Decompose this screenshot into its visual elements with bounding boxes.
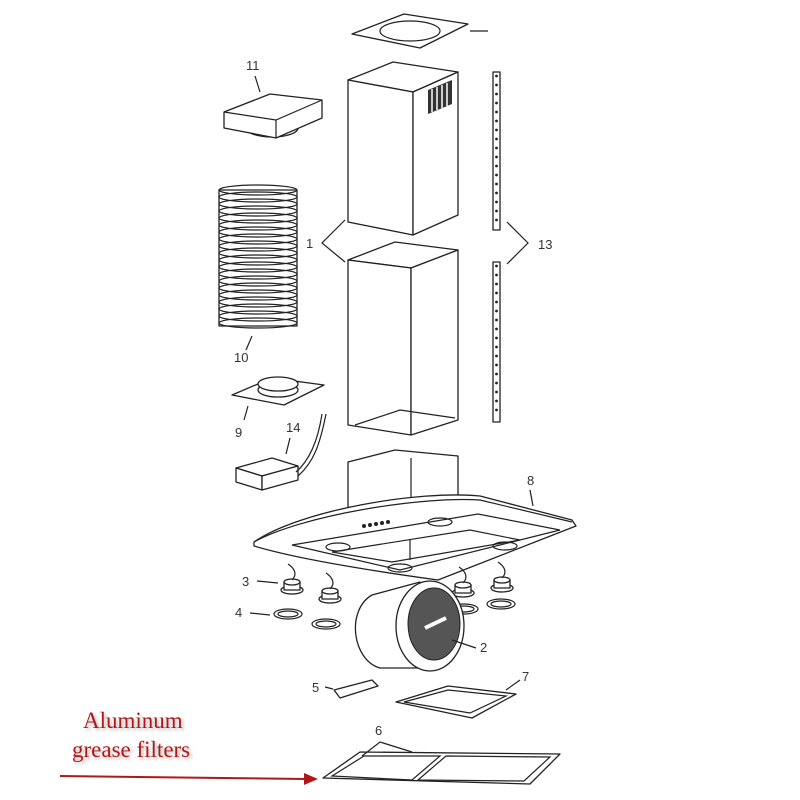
bracket-hole — [495, 300, 498, 304]
bracket-hole — [495, 381, 498, 385]
duct-rib — [218, 205, 298, 217]
bracket-hole — [495, 309, 498, 313]
bracket-hole — [495, 399, 498, 403]
bracket-hole — [495, 146, 498, 150]
duct-rib — [218, 310, 298, 322]
part-13-ceiling-plate — [351, 13, 488, 49]
part-label-1: 1 — [306, 236, 313, 251]
part-label-6: 6 — [375, 723, 382, 738]
vent-grille-icon — [428, 80, 452, 114]
duct-rib — [218, 303, 298, 315]
part-label-2: 2 — [480, 640, 487, 655]
part-label-5: 5 — [312, 680, 319, 695]
annotation-line-1: Aluminum — [83, 708, 183, 733]
part-7-filter — [395, 679, 521, 719]
bracket-hole — [495, 155, 498, 159]
part-14-junction-box — [235, 413, 327, 491]
bracket-hole — [495, 408, 498, 412]
part-label-11: 11 — [246, 58, 260, 73]
bracket-hole — [495, 92, 498, 96]
bracket-hole — [495, 110, 498, 114]
light-fixture — [490, 561, 514, 593]
bracket-hole — [495, 191, 498, 195]
bracket-hole — [495, 209, 498, 213]
part-label-10: 10 — [234, 350, 248, 365]
duct-rib — [218, 198, 298, 210]
duct-rib — [218, 240, 298, 252]
duct-rib — [218, 226, 298, 238]
part-label-12: 13 — [538, 237, 552, 252]
part-8-hood-body — [253, 449, 577, 581]
bracket-hole — [495, 372, 498, 376]
part-6-aluminum-grease-filters — [322, 741, 561, 785]
part-label-4: 4 — [235, 605, 242, 620]
part-label-7: 7 — [522, 669, 529, 684]
light-fixture — [280, 563, 304, 595]
part-10-flexible-duct — [218, 184, 298, 329]
duct-rib — [218, 191, 298, 203]
part-5-control-board — [324, 679, 379, 699]
duct-rib — [218, 268, 298, 280]
part-3-lights — [280, 561, 514, 604]
part-label-14: 14 — [286, 420, 300, 435]
bracket-hole — [495, 273, 498, 277]
annotation-arrow — [59, 773, 318, 785]
bracket-hole — [495, 282, 498, 286]
duct-rib — [218, 184, 298, 196]
annotation-line-2: grease filters — [72, 737, 191, 762]
part-1-lower-chimney — [347, 241, 459, 436]
bracket-hole — [495, 327, 498, 331]
bracket-hole — [495, 336, 498, 340]
bracket-hole — [495, 83, 498, 87]
bracket-hole — [495, 137, 498, 141]
bracket-hole — [495, 218, 498, 222]
bracket-hole — [495, 164, 498, 168]
part-4-light-rings — [249, 598, 516, 630]
duct-rib — [218, 317, 298, 329]
bracket-hole — [495, 74, 498, 78]
bracket-hole — [495, 318, 498, 322]
bracket-hole — [495, 291, 498, 295]
duct-rib — [218, 275, 298, 287]
duct-rib — [218, 261, 298, 273]
light-fixture — [318, 572, 342, 604]
part-9-duct-plate — [231, 376, 325, 421]
duct-rib — [218, 296, 298, 308]
part-11-duct-adapter — [223, 75, 323, 139]
part-1-upper-chimney — [347, 61, 459, 236]
bracket-hole — [495, 354, 498, 358]
bracket-hole — [495, 119, 498, 123]
part-label-9: 9 — [235, 425, 242, 440]
bracket-hole — [495, 264, 498, 268]
control-buttons-icon — [362, 520, 390, 528]
bracket-hole — [495, 200, 498, 204]
duct-rib — [218, 247, 298, 259]
duct-rib — [218, 219, 298, 231]
duct-rib — [218, 233, 298, 245]
bracket-hole — [495, 128, 498, 132]
part-label-3: 3 — [242, 574, 249, 589]
duct-rib — [218, 289, 298, 301]
bracket-hole — [495, 345, 498, 349]
bracket-hole — [495, 390, 498, 394]
bracket-holes — [495, 74, 498, 412]
duct-rib — [218, 212, 298, 224]
duct-rib — [218, 254, 298, 266]
bracket-hole — [495, 173, 498, 177]
part-12-brackets — [492, 71, 501, 423]
part-label-8: 8 — [527, 473, 534, 488]
part-2-blower — [354, 580, 477, 672]
bracket-hole — [495, 182, 498, 186]
bracket-hole — [495, 101, 498, 105]
bracket-hole — [495, 363, 498, 367]
light-fixture — [451, 566, 475, 598]
duct-rib — [218, 282, 298, 294]
